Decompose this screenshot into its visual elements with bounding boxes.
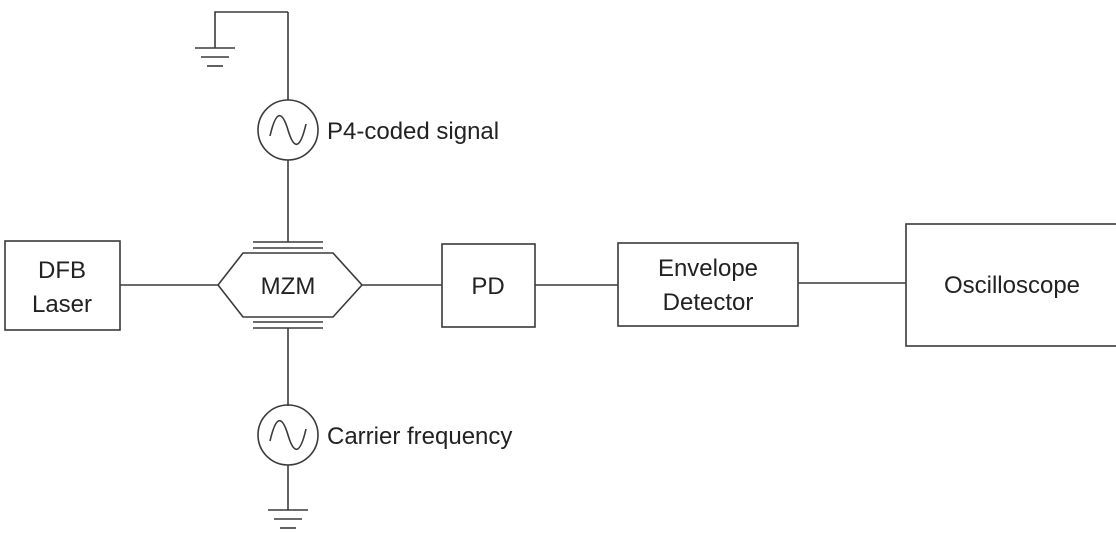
oscilloscope-label: Oscilloscope (944, 272, 1080, 299)
envelope-detector-block (617, 242, 799, 327)
pd-label: PD (471, 273, 504, 300)
bottom-ground-icon (268, 509, 308, 529)
envelope-detector-label-line1: Envelope (658, 255, 758, 282)
dfb-laser-label-line2: Laser (32, 291, 92, 318)
top-ground-icon (195, 11, 288, 67)
dfb-laser-label-line1: DFB (38, 257, 86, 284)
mzm-label: MZM (261, 273, 316, 300)
pd-block (441, 243, 536, 328)
oscilloscope-block (905, 223, 1116, 347)
envelope-detector-label-line2: Detector (663, 289, 754, 316)
mzm-top-electrode (253, 241, 323, 249)
top-source-label: P4-coded signal (327, 118, 499, 145)
mzm-bottom-electrode (253, 321, 323, 329)
top-source-ac-icon (257, 99, 319, 161)
bottom-source-ac-icon (257, 404, 319, 466)
bottom-source-label: Carrier frequency (327, 423, 512, 450)
